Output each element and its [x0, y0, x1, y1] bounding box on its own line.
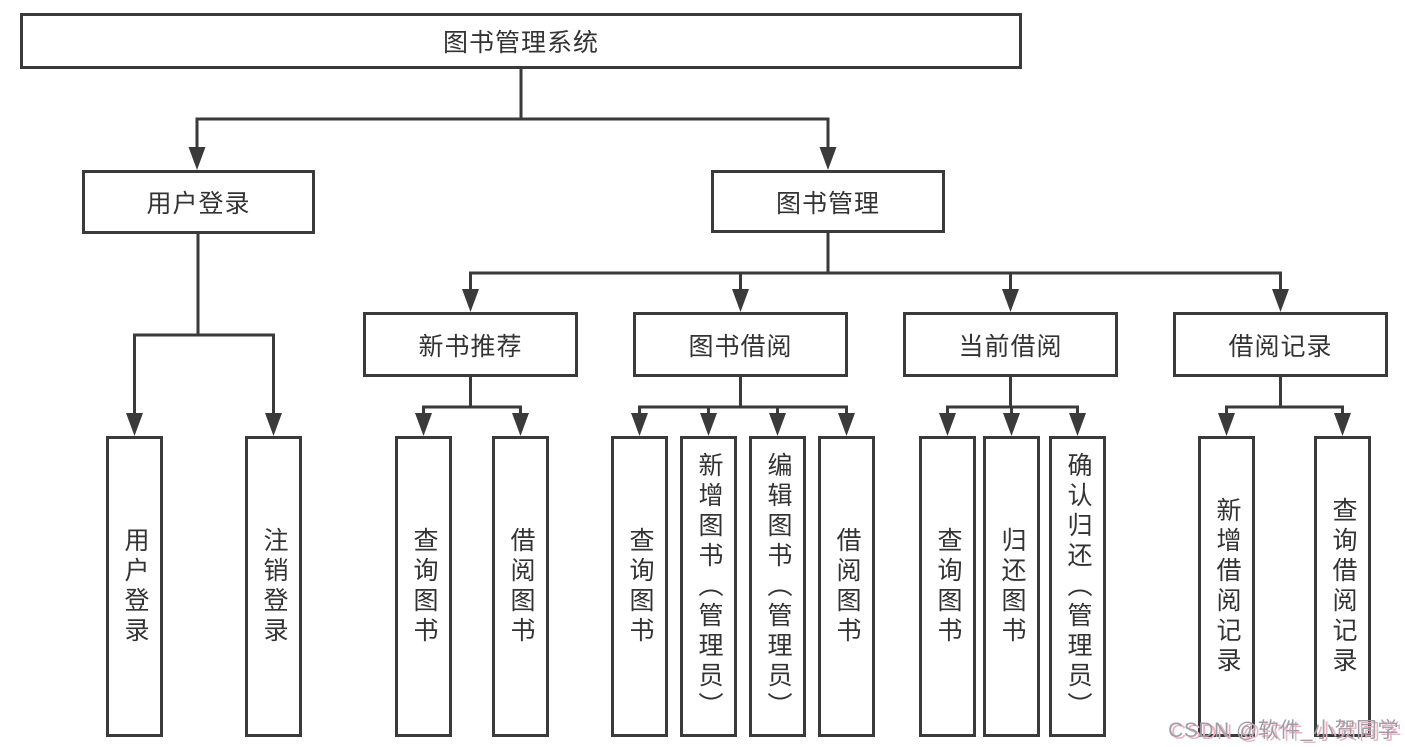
node-label: 编辑图书（管理员）: [764, 451, 792, 722]
leaf-return-book: 归还图书: [983, 436, 1040, 737]
node-label: 注销登录: [260, 526, 288, 647]
watermark: CSDN @软件_小贺同学: [1168, 719, 1399, 742]
node-label: 借阅图书: [507, 526, 535, 647]
arrow-down-icon: [1003, 413, 1020, 436]
connector-userlogin-to-leaves: [133, 232, 275, 424]
node-root: 图书管理系统: [20, 13, 1022, 69]
node-label: 确认归还（管理员）: [1064, 451, 1092, 722]
leaf-borrow-book-2: 借阅图书: [818, 436, 875, 737]
node-label: 图书管理: [775, 189, 880, 218]
arrow-down-icon: [415, 413, 432, 436]
node-label: 查询图书: [410, 526, 438, 647]
node-label: 新增借阅记录: [1213, 496, 1241, 677]
leaf-query-borrow-record: 查询借阅记录: [1314, 436, 1371, 737]
connector-bookmgmt-to-level3: [469, 231, 1282, 300]
leaf-query-book-3: 查询图书: [919, 436, 976, 737]
node-label: 归还图书: [998, 526, 1026, 647]
node-label: 查询借阅记录: [1329, 496, 1357, 677]
arrow-down-icon: [188, 147, 206, 170]
leaf-edit-book-admin: 编辑图书（管理员）: [749, 436, 806, 737]
leaf-borrow-book-1: 借阅图书: [492, 436, 549, 737]
arrow-down-icon: [126, 413, 143, 436]
node-label: 新书推荐: [418, 332, 523, 361]
leaf-user-login: 用户登录: [106, 436, 163, 737]
node-label: 新增图书（管理员）: [695, 451, 723, 722]
node-borrow-records: 借阅记录: [1173, 312, 1388, 377]
arrow-down-icon: [265, 413, 282, 436]
connector-bookborrow-to-leaves: [638, 375, 848, 424]
node-label: 查询图书: [934, 526, 962, 647]
leaf-query-book-1: 查询图书: [395, 436, 452, 737]
arrow-down-icon: [939, 413, 956, 436]
node-label: 图书管理系统: [442, 29, 599, 57]
node-book-borrow: 图书借阅: [633, 312, 848, 377]
leaf-add-book-admin: 新增图书（管理员）: [680, 436, 737, 737]
connector-newbook-to-leaves: [422, 375, 522, 424]
node-label: 用户登录: [146, 190, 251, 218]
node-book-management: 图书管理: [711, 170, 945, 233]
leaf-logout-login: 注销登录: [245, 436, 302, 737]
node-label: 图书借阅: [688, 332, 793, 361]
leaf-add-borrow-record: 新增借阅记录: [1198, 436, 1255, 737]
node-label: 用户登录: [121, 526, 149, 647]
arrow-down-icon: [631, 413, 648, 436]
arrow-down-icon: [1334, 413, 1351, 436]
node-label: 查询图书: [626, 526, 654, 647]
arrow-down-icon: [732, 289, 749, 312]
arrow-down-icon: [462, 289, 479, 312]
node-label: 借阅图书: [833, 526, 861, 647]
leaf-query-book-2: 查询图书: [611, 436, 668, 737]
arrow-down-icon: [1218, 413, 1235, 436]
arrow-down-icon: [700, 413, 717, 436]
arrow-down-icon: [1002, 289, 1019, 312]
connector-root-to-level2: [195, 67, 830, 158]
node-new-book-recommend: 新书推荐: [363, 312, 578, 377]
arrow-down-icon: [838, 413, 855, 436]
arrow-down-icon: [1069, 413, 1086, 436]
connector-records-to-leaves: [1225, 375, 1344, 424]
arrow-down-icon: [819, 147, 837, 170]
arrow-down-icon: [1272, 289, 1289, 312]
node-current-borrow: 当前借阅: [903, 312, 1118, 377]
arrow-down-icon: [769, 413, 786, 436]
arrow-down-icon: [512, 413, 529, 436]
node-label: 借阅记录: [1228, 332, 1333, 361]
leaf-confirm-return-admin: 确认归还（管理员）: [1049, 436, 1106, 737]
node-user-login: 用户登录: [82, 170, 315, 234]
node-label: 当前借阅: [958, 332, 1063, 361]
